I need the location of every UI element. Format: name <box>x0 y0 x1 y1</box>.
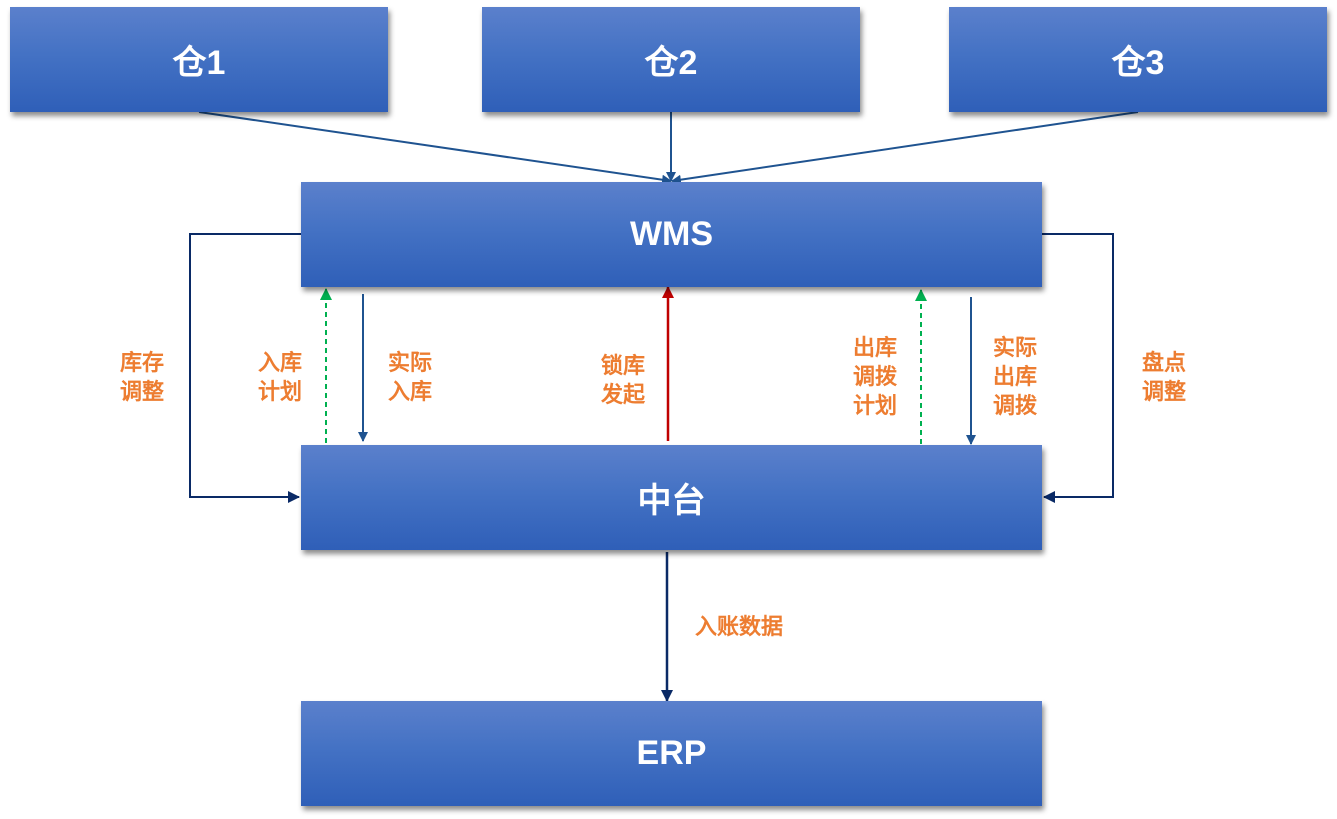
warehouse-3-node: 仓3 <box>949 7 1327 112</box>
erp-node: ERP <box>301 701 1042 806</box>
warehouse-1-node: 仓1 <box>10 7 388 112</box>
warehouse-2-label: 仓2 <box>644 44 698 82</box>
label-stocktake-adjust: 盘点 调整 <box>1141 350 1186 404</box>
edge-inventory-adjust <box>189 233 302 503</box>
label-actual-outbound-transfer: 实际 出库 调拨 <box>992 335 1037 418</box>
label-lock-initiate: 锁库 发起 <box>600 353 645 407</box>
label-inventory-adjust: 库存 调整 <box>119 350 164 404</box>
edge-warehouse3-to-wms <box>671 111 1139 185</box>
erp-label: ERP <box>636 734 707 772</box>
label-inbound-plan: 入库 计划 <box>257 350 302 404</box>
warehouse-1-label: 仓1 <box>172 44 226 82</box>
edge-warehouse1-to-wms <box>198 111 672 185</box>
warehouse-2-node: 仓2 <box>482 7 860 112</box>
edge-stocktake-adjust <box>1042 233 1114 503</box>
middle-platform-node: 中台 <box>301 445 1042 550</box>
label-outbound-transfer-plan: 出库 调拨 计划 <box>852 335 897 418</box>
label-accounting-data: 入账数据 <box>694 614 783 639</box>
middle-platform-label: 中台 <box>637 482 706 520</box>
wms-label: WMS <box>629 215 714 253</box>
label-actual-inbound: 实际 入库 <box>387 350 432 404</box>
wms-node: WMS <box>301 182 1042 287</box>
warehouse-3-label: 仓3 <box>1111 44 1165 82</box>
